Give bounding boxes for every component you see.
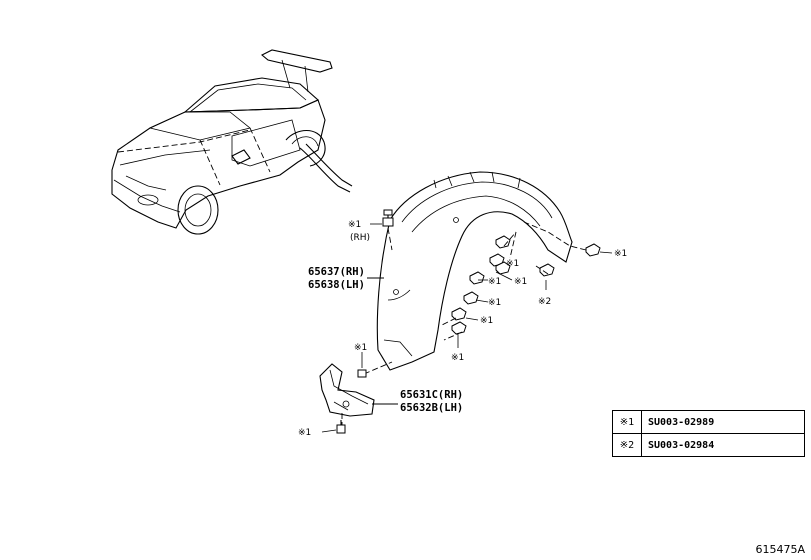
fastener-top-rh <box>382 209 394 227</box>
car-illustration <box>111 49 353 235</box>
mark-i: ※1 <box>354 343 367 353</box>
mark-j: ※1 <box>298 428 311 438</box>
legend-value: SU003-02989 <box>641 410 805 434</box>
mark-b: ※1 <box>514 277 527 287</box>
fastener-legend: ※1 SU003-02989 ※2 SU003-02984 <box>612 410 805 457</box>
legend-key: ※2 <box>612 433 642 457</box>
legend-row: ※2 SU003-02984 <box>612 433 805 457</box>
legend-key: ※1 <box>612 410 642 434</box>
mark-f: ※1 <box>451 353 464 363</box>
part-liner-rh: 65637(RH) <box>308 266 365 278</box>
part-liner-lh: 65638(LH) <box>308 279 365 291</box>
mark-top: ※1 <box>348 220 361 230</box>
clip-group <box>451 235 601 335</box>
fastener-leaders <box>341 221 587 428</box>
mark-h: ※2 <box>538 297 551 307</box>
callout-leaders <box>321 223 613 433</box>
mark-rh: (RH) <box>350 233 370 243</box>
mark-a: ※1 <box>506 259 519 269</box>
legend-row: ※1 SU003-02989 <box>612 410 805 434</box>
mark-d: ※1 <box>488 298 501 308</box>
diagram-id: 615475A <box>755 543 805 556</box>
mark-g: ※1 <box>614 249 627 259</box>
mark-e: ※1 <box>480 316 493 326</box>
part-bracket-lh: 65632B(LH) <box>400 402 463 414</box>
mark-c: ※1 <box>488 277 501 287</box>
legend-value: SU003-02984 <box>641 433 805 457</box>
bracket <box>319 363 375 434</box>
fender-liner <box>376 171 573 371</box>
part-bracket-rh: 65631C(RH) <box>400 389 463 401</box>
